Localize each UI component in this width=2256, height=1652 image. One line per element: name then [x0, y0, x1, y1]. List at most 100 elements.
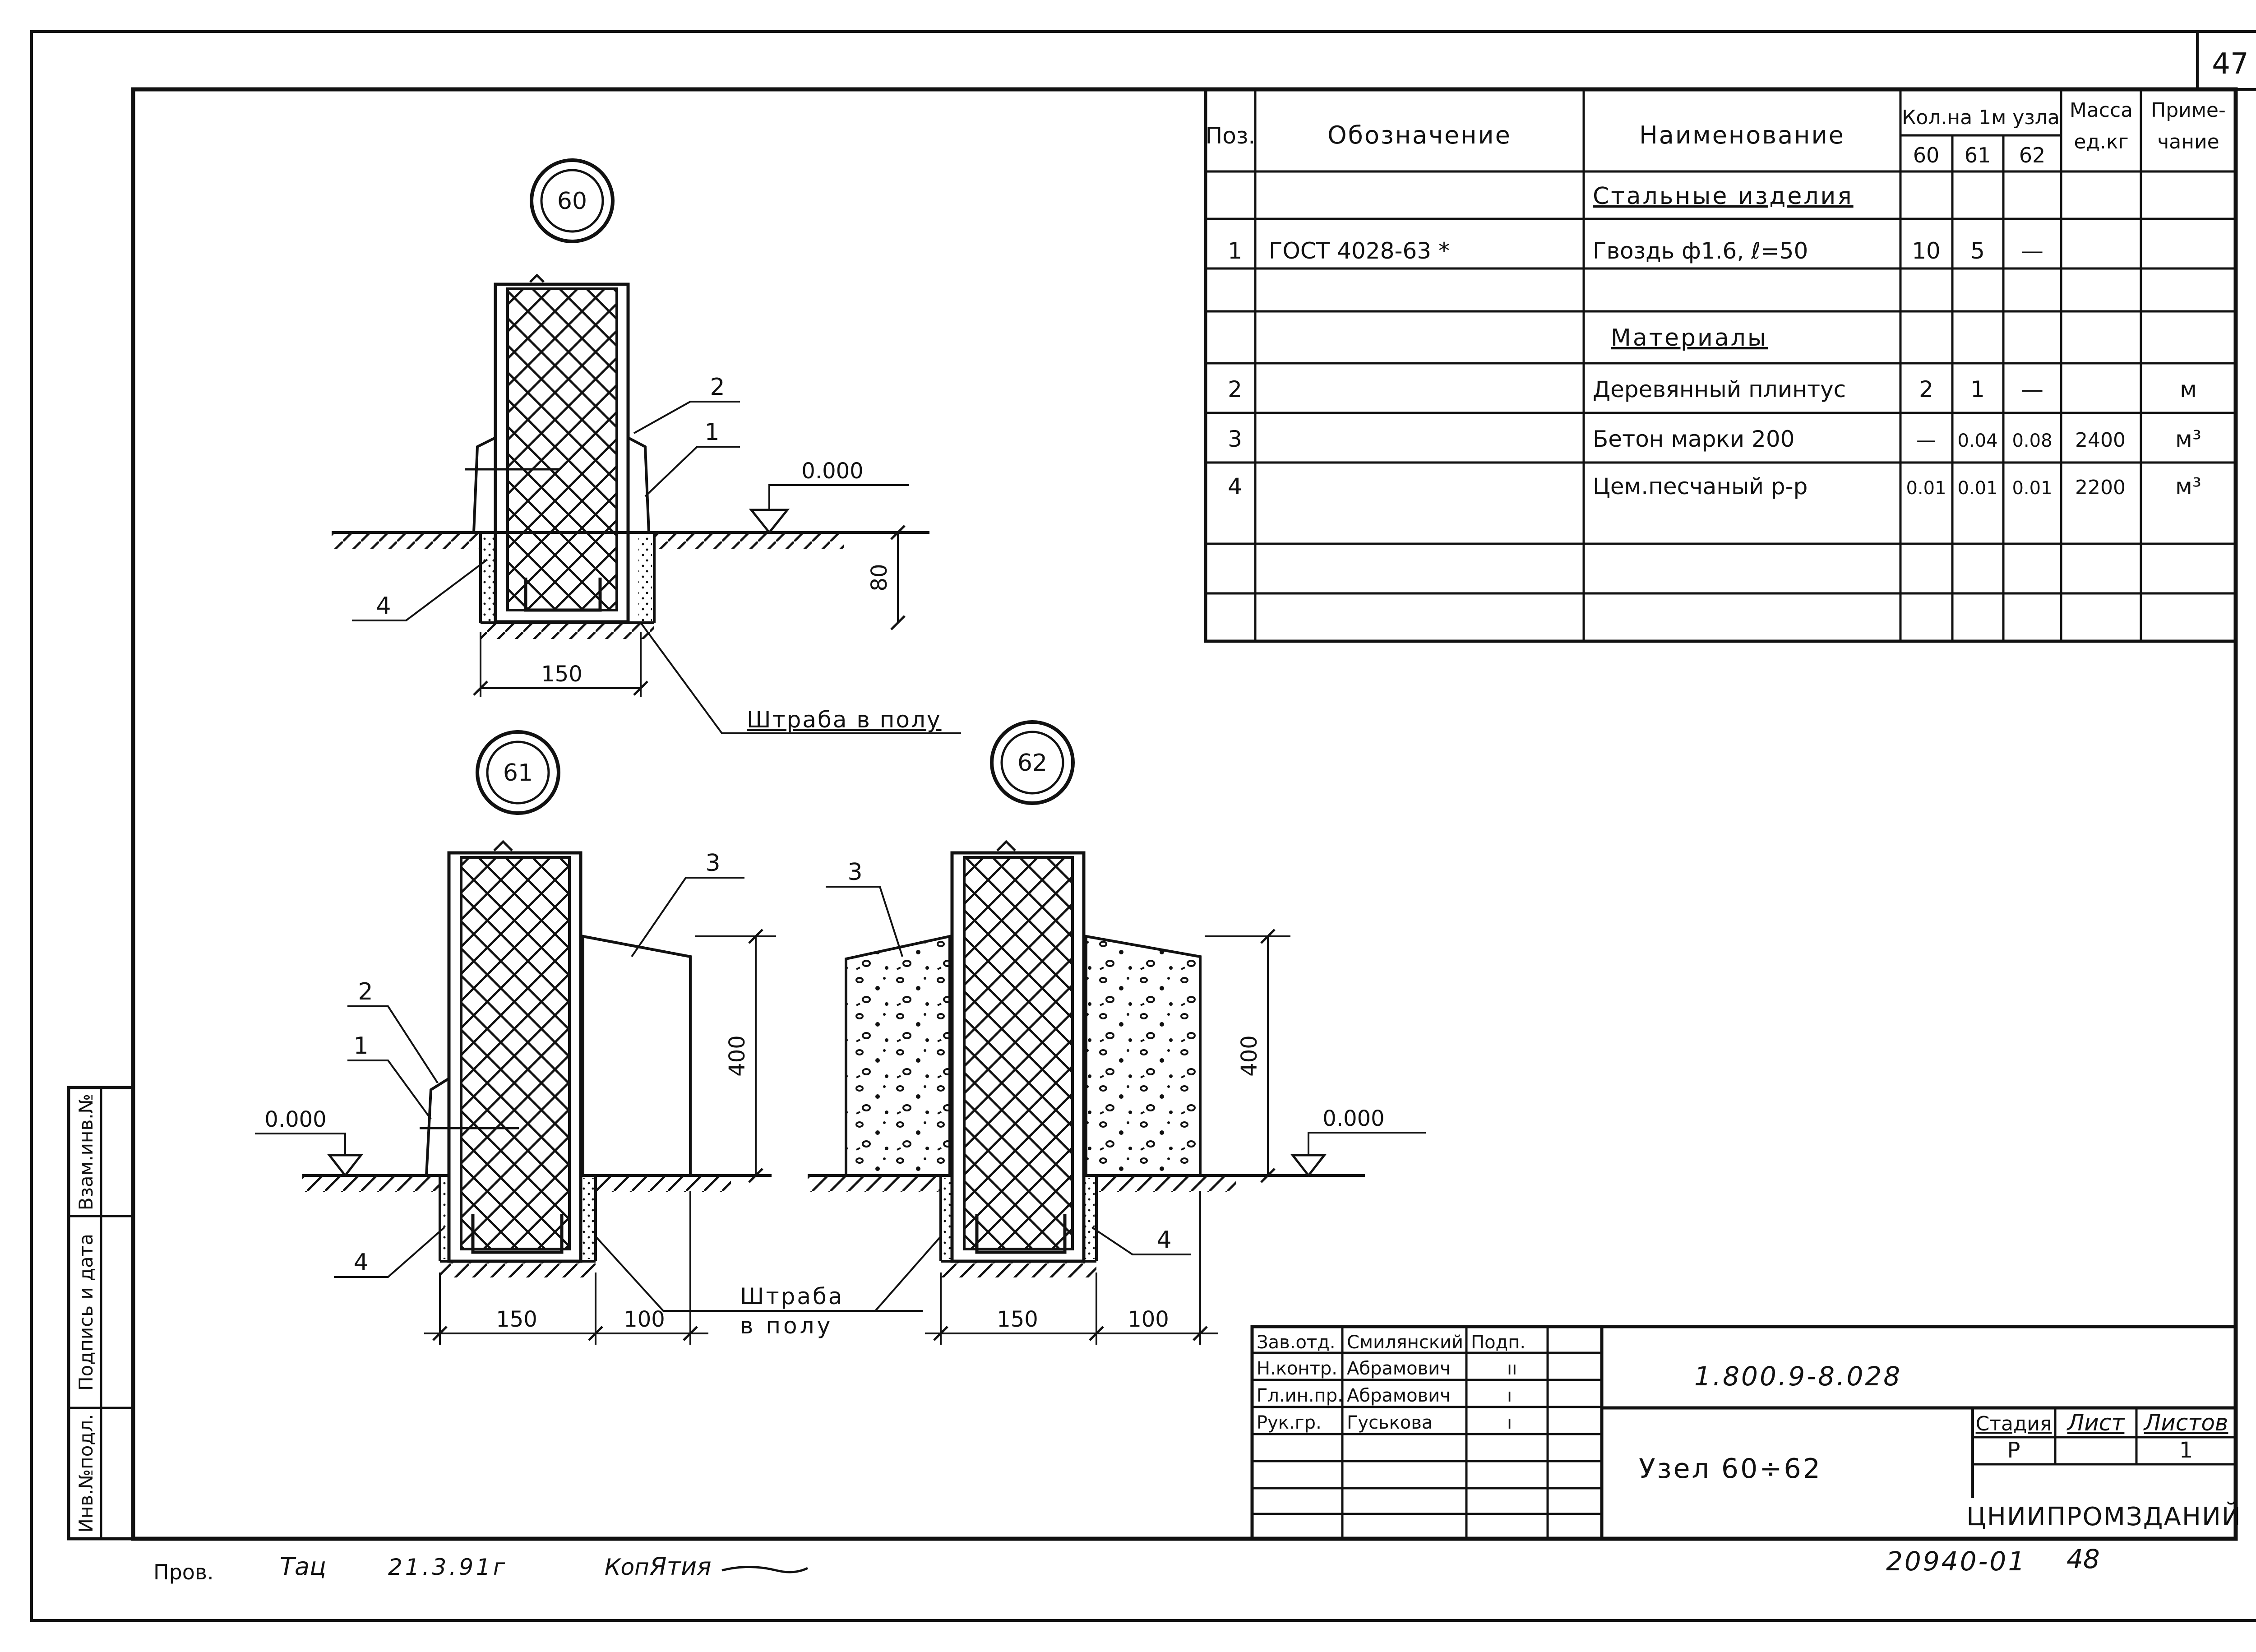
- bubble-label: 61: [503, 759, 533, 787]
- sheet-frame: [30, 30, 2256, 1622]
- organization: ЦНИИПРОМЗДАНИЙ: [1966, 1502, 2242, 1532]
- row-q61: 5: [1970, 238, 1985, 264]
- check-signature: Тац: [280, 1552, 326, 1581]
- signature-row-3: Гл.ин.пр. Абрамович ı: [1257, 1385, 1512, 1406]
- row-name: Гвоздь ф1.6, ℓ=50: [1593, 238, 1808, 264]
- corner-sheet-number: 47: [2212, 47, 2248, 81]
- document-code: 1.800.9-8.028: [1694, 1361, 1902, 1392]
- spec-row-4: 4 Цем.песчаный р-р 0.01 0.01 0.01 2200 м…: [1228, 473, 2201, 500]
- detail-60: 60 2 1 4 0.000 80: [332, 158, 961, 734]
- row-q61: 1: [1970, 376, 1985, 403]
- row-name: Деревянный плинтус: [1593, 376, 1846, 403]
- dim-width-2: 100: [1128, 1307, 1169, 1332]
- row-pos: 4: [1228, 473, 1242, 500]
- detail-bubble: [990, 720, 1075, 805]
- row-pos: 1: [1228, 238, 1242, 264]
- page-number: 48: [2066, 1544, 2100, 1574]
- row-name: Стальные изделия: [1593, 183, 1854, 210]
- sign: ı: [1507, 1385, 1512, 1406]
- signature-row-4: Рук.гр. Гуськова ı: [1257, 1412, 1512, 1433]
- row-mass: 2400: [2075, 429, 2126, 452]
- role: Гл.ин.пр.: [1257, 1385, 1343, 1406]
- dim-height: 400: [1237, 1035, 1262, 1077]
- stamp-replacement-inv: Взам.инв.№: [75, 1094, 97, 1210]
- sheet-label: Лист: [2066, 1410, 2126, 1436]
- row-q61: 0.01: [1957, 478, 1997, 499]
- callout-3: 3: [847, 859, 862, 886]
- row-q62: 0.08: [2012, 430, 2052, 451]
- signature-row-2: Н.контр. Абрамович ıı: [1257, 1358, 1517, 1379]
- header-qty-group: Кол.на 1м узла: [1902, 106, 2060, 129]
- detail-62: 62 3 4 0.000: [808, 720, 1426, 1345]
- callout-1: 1: [704, 419, 719, 446]
- spec-row-materials-heading: Материалы: [1611, 324, 1768, 352]
- row-mass: 2200: [2075, 476, 2126, 499]
- row-note: м³: [2175, 473, 2201, 500]
- row-q61: 0.04: [1957, 430, 1997, 451]
- dim-width: 150: [541, 662, 582, 687]
- row-q62: —: [2021, 238, 2043, 264]
- stamp-inv-original: Инв.№подл.: [75, 1414, 97, 1532]
- detail-bubble: [476, 730, 560, 815]
- signature-row-1: Зав.отд. Смилянский Подп.: [1257, 1332, 1526, 1353]
- header-qty-62: 62: [2019, 143, 2046, 167]
- dim-height: 80: [867, 564, 892, 591]
- detail-bubble: [530, 158, 615, 243]
- side-stamp: Инв.№подл. Подпись и дата Взам.инв.№: [67, 1086, 135, 1541]
- level-label: 0.000: [264, 1107, 326, 1132]
- sheets-label: Листов: [2143, 1410, 2228, 1436]
- callout-3: 3: [705, 850, 720, 877]
- sign: ıı: [1507, 1358, 1517, 1379]
- copy-signature: Ятия: [649, 1552, 712, 1581]
- check-date: 21.3.91г: [388, 1554, 508, 1580]
- row-q60: 10: [1912, 238, 1941, 264]
- check-label: Пров.: [153, 1560, 214, 1584]
- copy-label: Коп.: [605, 1554, 656, 1580]
- callout-4: 4: [1156, 1226, 1171, 1254]
- row-q60: 2: [1919, 376, 1933, 403]
- person-name: Гуськова: [1347, 1412, 1433, 1433]
- sign: ı: [1507, 1412, 1512, 1433]
- groove-label-line1: Штраба: [740, 1283, 844, 1310]
- dim-width-1: 150: [997, 1307, 1038, 1332]
- stage-value: Р: [2007, 1438, 2020, 1463]
- row-q62: —: [2021, 376, 2043, 403]
- stamp-sign-date: Подпись и дата: [75, 1234, 97, 1391]
- callout-2: 2: [710, 374, 725, 401]
- level-label: 0.000: [801, 458, 863, 484]
- spec-row-1: 1 ГОСТ 4028-63 * Гвоздь ф1.6, ℓ=50 10 5 …: [1228, 238, 2043, 264]
- header-pos: Поз.: [1206, 123, 1256, 149]
- sign: Подп.: [1471, 1332, 1526, 1353]
- header-name: Наименование: [1639, 121, 1845, 149]
- header-mass: Масса ед.кг: [2069, 99, 2133, 153]
- dim-width-2: 100: [624, 1307, 665, 1332]
- row-name: Материалы: [1611, 324, 1768, 352]
- bubble-label: 62: [1017, 750, 1047, 777]
- header-qty-61: 61: [1965, 143, 1991, 167]
- role: Зав.отд.: [1257, 1332, 1336, 1353]
- spec-row-3: 3 Бетон марки 200 — 0.04 0.08 2400 м³: [1228, 426, 2201, 452]
- document-number: 20940-01: [1886, 1546, 2026, 1577]
- row-name: Цем.песчаный р-р: [1593, 473, 1808, 500]
- bubble-label: 60: [557, 188, 587, 215]
- row-q62: 0.01: [2012, 478, 2052, 499]
- dim-width-1: 150: [496, 1307, 537, 1332]
- detail-61: 61 3 2 1 4 0.000: [255, 730, 923, 1345]
- dim-height: 400: [725, 1035, 750, 1077]
- row-designation: ГОСТ 4028-63 *: [1269, 238, 1450, 264]
- row-name: Бетон марки 200: [1593, 426, 1795, 452]
- callout-4: 4: [353, 1249, 368, 1276]
- role: Н.контр.: [1257, 1358, 1337, 1379]
- spec-row-2: 2 Деревянный плинтус 2 1 — м: [1228, 376, 2197, 403]
- title-block: Зав.отд. Смилянский Подп. Н.контр. Абрам…: [1250, 1325, 2242, 1541]
- level-label: 0.000: [1322, 1106, 1384, 1131]
- row-q60: —: [1916, 429, 1936, 452]
- sheets-value: 1: [2179, 1438, 2193, 1463]
- callout-2: 2: [358, 978, 373, 1005]
- stage-label: Стадия: [1976, 1412, 2052, 1435]
- row-pos: 2: [1228, 376, 1242, 403]
- groove-label-line2: в полу: [740, 1313, 833, 1339]
- person-name: Абрамович: [1347, 1358, 1451, 1379]
- drawing-title: Узел 60÷62: [1639, 1453, 1822, 1485]
